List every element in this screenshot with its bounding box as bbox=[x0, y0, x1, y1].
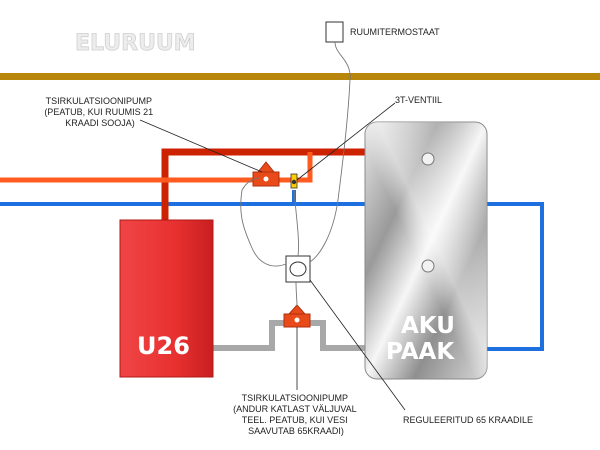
regulator-label: REGULEERITUD 65 KRAADILE bbox=[403, 415, 533, 425]
room-label: ELURUUM bbox=[75, 31, 196, 56]
circulation-pump-bottom bbox=[283, 304, 311, 328]
tank-label-line2: PAAK bbox=[386, 339, 455, 365]
warm-pipe bbox=[0, 152, 313, 183]
hot-pipe bbox=[161, 148, 365, 222]
valve-label: 3T-VENTIIL bbox=[395, 95, 442, 105]
control-wiring bbox=[240, 41, 351, 307]
cold-pipe-tank-loop bbox=[292, 190, 544, 351]
label-leaders bbox=[139, 102, 406, 411]
boiler bbox=[119, 219, 214, 378]
tank-port-top bbox=[421, 152, 435, 166]
three-way-valve bbox=[290, 173, 298, 189]
thermostat-label: RUUMITERMOSTAAT bbox=[350, 27, 440, 37]
temperature-regulator bbox=[285, 255, 311, 283]
circulation-pump-top bbox=[252, 161, 280, 187]
pump-top-label: TSIRKULATSIOONIPUMP (PEATUB, KUI RUUMIS … bbox=[44, 96, 155, 128]
room-thermostat bbox=[325, 21, 344, 43]
boiler-label: U26 bbox=[137, 332, 190, 360]
ceiling-beam bbox=[0, 73, 600, 80]
tank-port-middle bbox=[421, 259, 435, 273]
tank-label-line1: AKU bbox=[401, 313, 455, 339]
pump-bottom-label: TSIRKULATSIOONIPUMP (ANDUR KATLAST VÄLJU… bbox=[233, 393, 359, 436]
